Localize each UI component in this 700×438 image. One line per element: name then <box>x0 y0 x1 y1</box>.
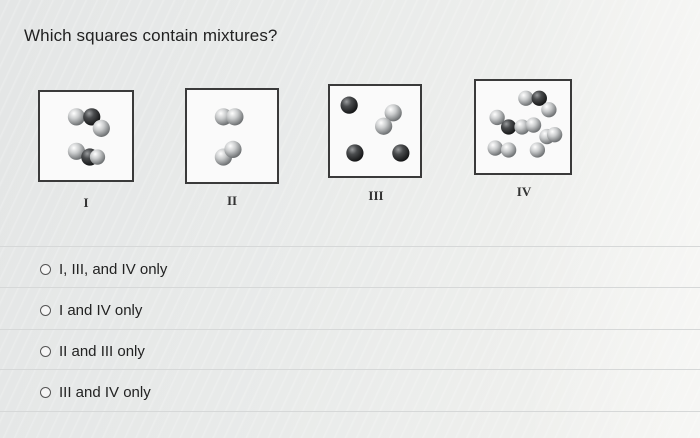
sample-label-I: I <box>83 195 89 210</box>
answer-option-3[interactable]: II and III only <box>40 341 145 361</box>
molecule-diagram-III <box>340 96 410 162</box>
sample-label-II: II <box>226 193 238 208</box>
divider <box>0 329 700 330</box>
question-text: Which squares contain mixtures? <box>24 26 278 45</box>
answer-option-label: I and IV only <box>59 301 143 319</box>
sample-box-I <box>38 90 134 182</box>
molecule-diagram-II <box>214 108 244 166</box>
radio-button-icon[interactable] <box>40 345 51 357</box>
sample-box-II <box>185 88 279 184</box>
radio-button-icon[interactable] <box>40 386 51 398</box>
answer-option-4[interactable]: III and IV only <box>40 382 151 402</box>
sample-box-IV <box>474 79 572 175</box>
screen-glare-right <box>520 0 700 438</box>
answer-option-label: III and IV only <box>59 383 151 401</box>
molecule-diagram-I <box>67 108 110 166</box>
divider <box>0 411 700 412</box>
divider <box>0 246 700 247</box>
sample-label-III: III <box>368 188 384 203</box>
radio-button-icon[interactable] <box>40 304 51 316</box>
divider <box>0 287 700 288</box>
radio-button-icon[interactable] <box>40 263 51 275</box>
molecule-diagram-IV <box>487 90 563 158</box>
answer-option-label: II and III only <box>59 342 145 360</box>
answer-option-2[interactable]: I and IV only <box>40 300 142 320</box>
answer-option-label: I, III, and IV only <box>59 260 168 278</box>
sample-box-III <box>328 84 422 178</box>
divider <box>0 369 700 370</box>
answer-option-1[interactable]: I, III, and IV only <box>40 259 167 279</box>
sample-label-IV: IV <box>516 184 532 199</box>
